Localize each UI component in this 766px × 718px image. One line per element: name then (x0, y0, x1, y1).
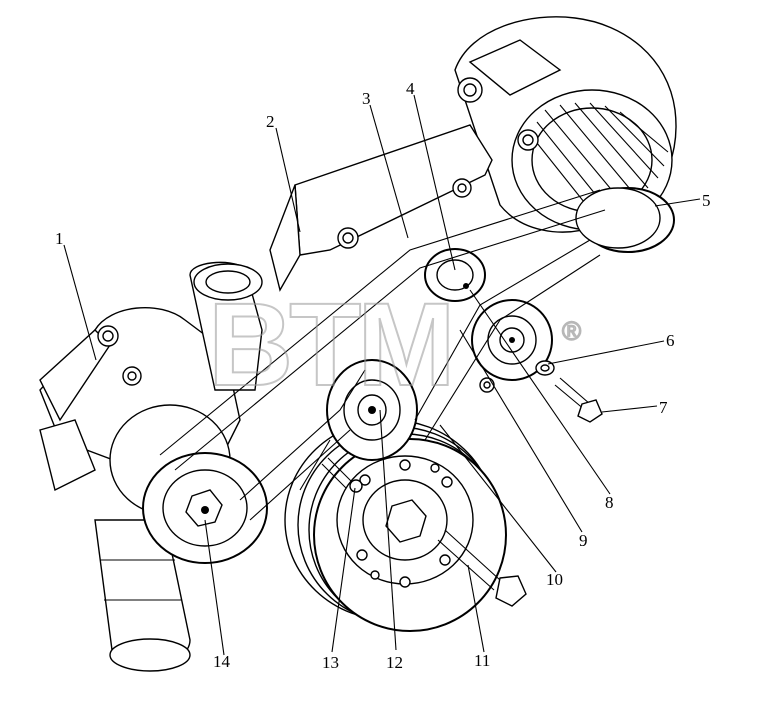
callout-8: 8 (605, 493, 614, 512)
bolt-item-13 (321, 457, 363, 493)
callout-4: 4 (406, 79, 415, 98)
bolt-item-11 (437, 529, 527, 607)
callout-12: 12 (386, 653, 403, 672)
callout-5: 5 (702, 191, 711, 210)
callout-14: 14 (213, 652, 231, 671)
callout-labels: 1 2 3 4 5 6 7 8 9 10 11 12 13 14 (55, 79, 711, 672)
tensioner-pulley (471, 299, 553, 381)
crankshaft-pulley (284, 419, 507, 632)
callout-6: 6 (666, 331, 675, 350)
callout-7: 7 (659, 398, 668, 417)
bolt-item-7 (554, 377, 603, 423)
callout-9: 9 (579, 531, 588, 550)
leader-lines (63, 94, 701, 656)
alternator (454, 16, 677, 253)
washer-item-6 (535, 360, 555, 376)
poly-v-belt (159, 189, 606, 521)
callout-10: 10 (546, 570, 563, 589)
watermark: BTM ® (207, 278, 582, 412)
callout-1: 1 (55, 229, 64, 248)
bracket (269, 124, 493, 292)
callout-11: 11 (474, 651, 490, 670)
nut-item-9 (479, 377, 495, 393)
pump-pulley (109, 404, 268, 564)
callout-3: 3 (362, 89, 371, 108)
idler-pulley (326, 359, 418, 461)
registered-mark: ® (562, 316, 581, 346)
callout-13: 13 (322, 653, 339, 672)
watermark-text: BTM (208, 279, 452, 411)
callout-2: 2 (266, 112, 275, 131)
